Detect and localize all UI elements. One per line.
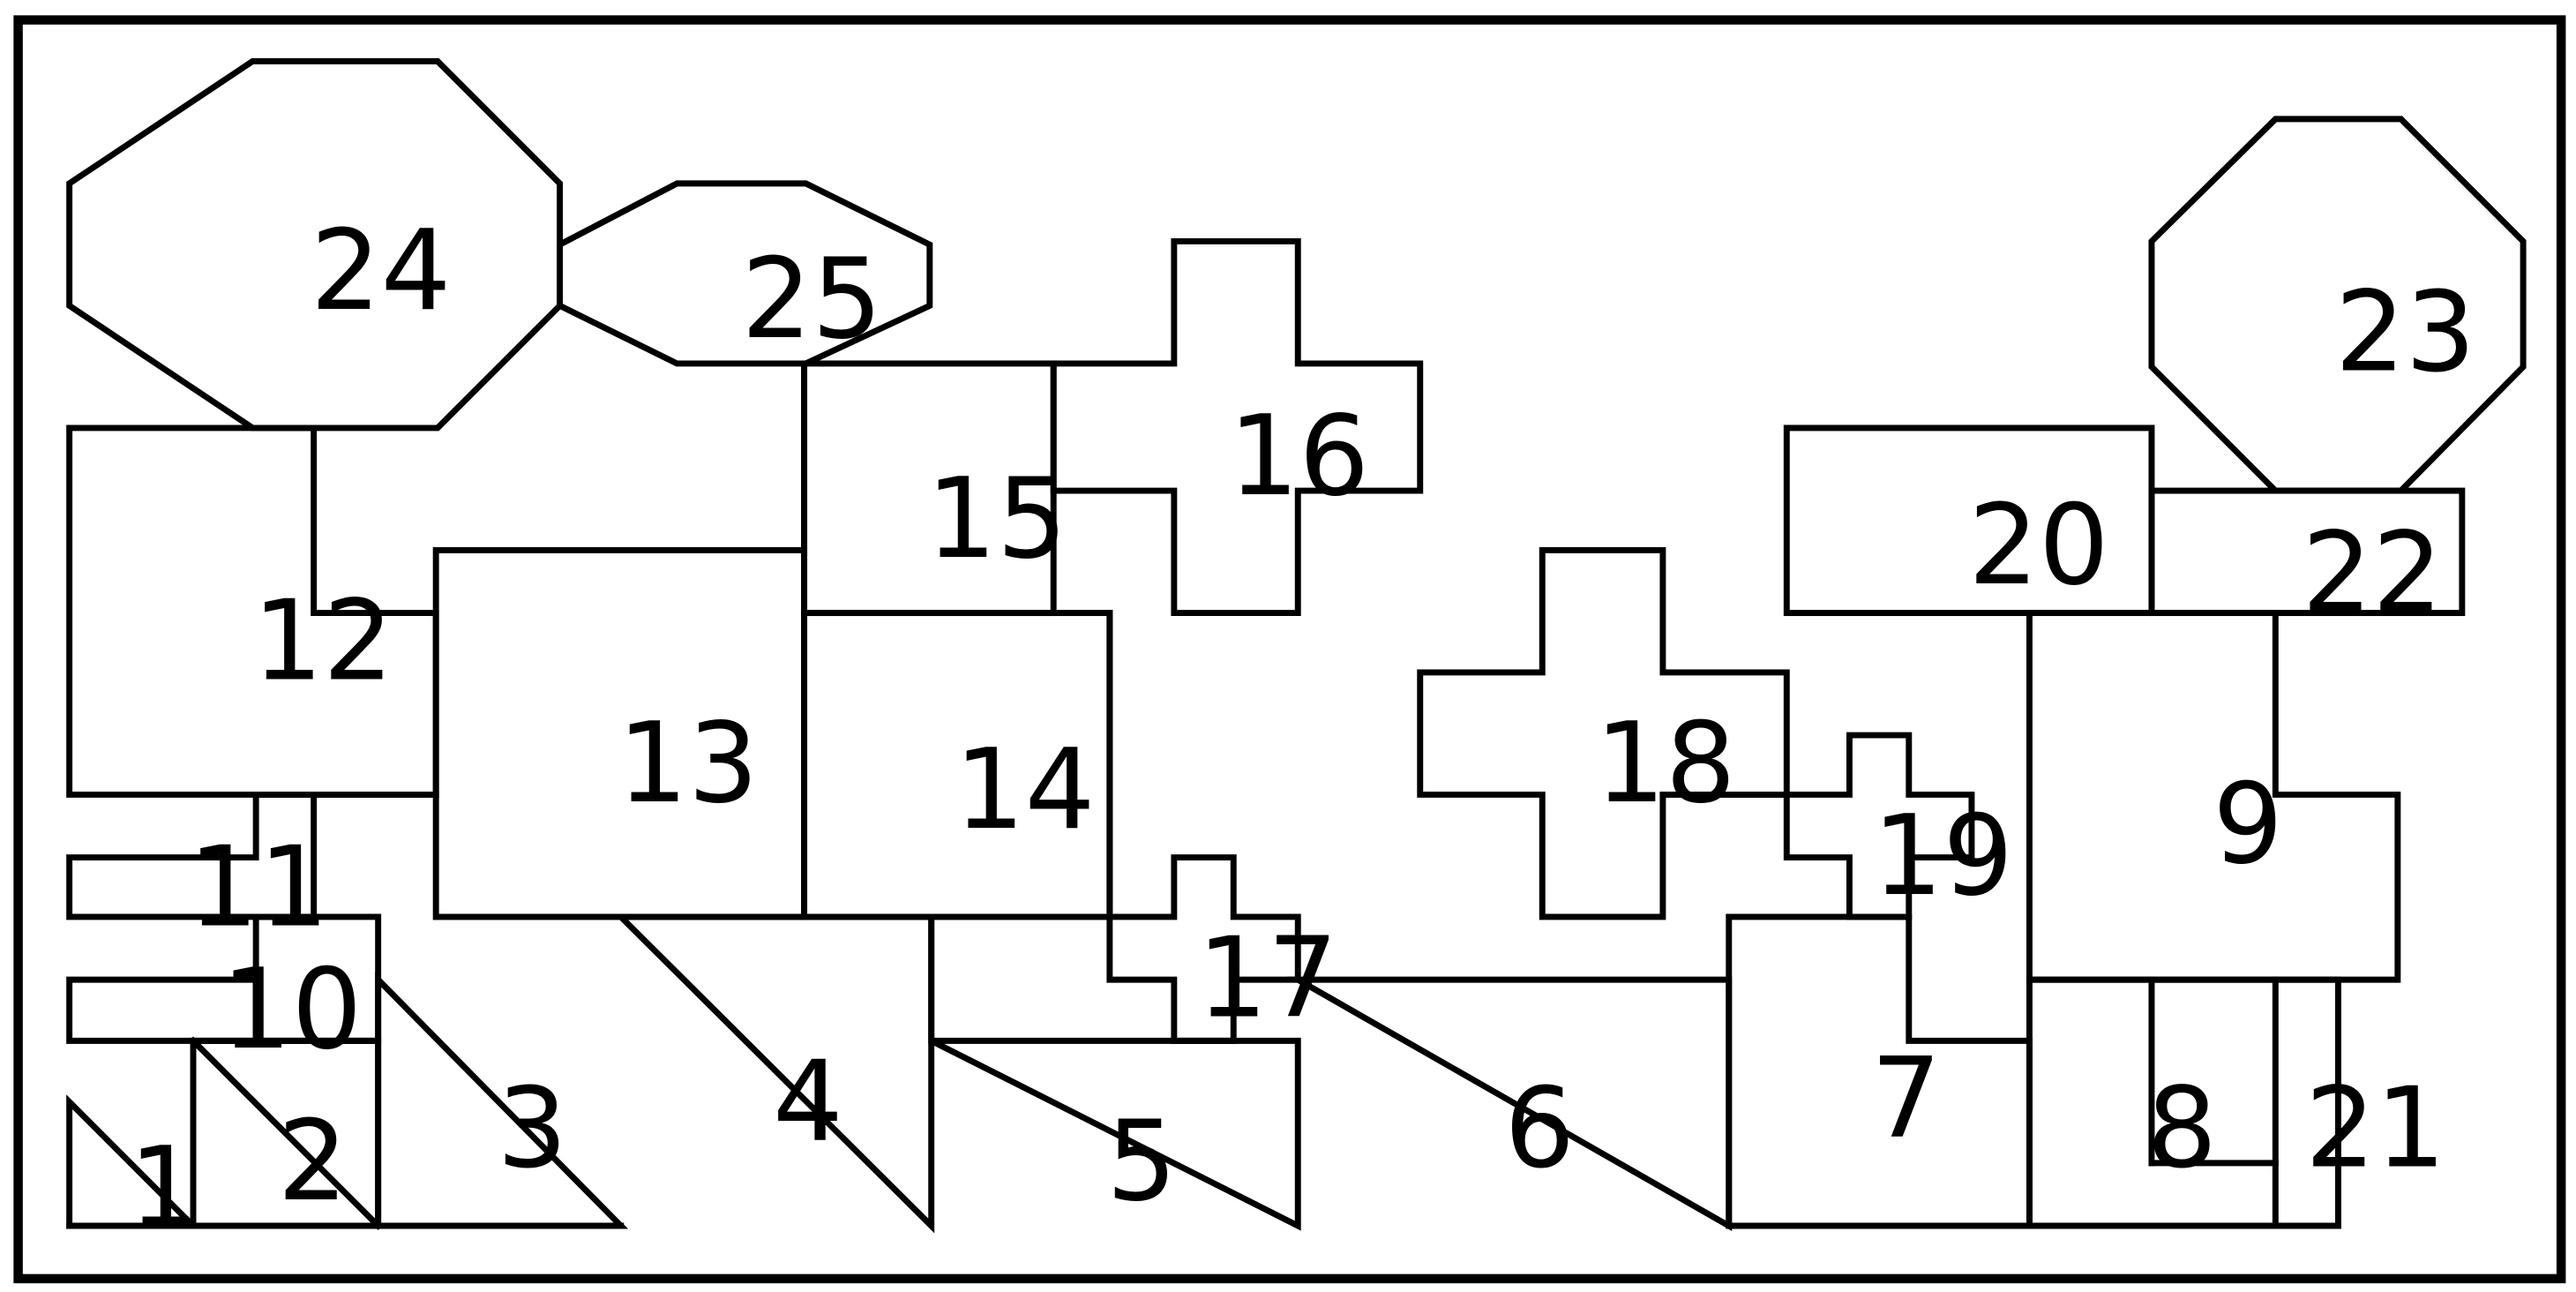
label-21: 21 xyxy=(2305,1064,2446,1193)
label-19: 19 xyxy=(1873,792,2014,920)
label-15: 15 xyxy=(926,454,1067,583)
piece-outlines xyxy=(66,57,2527,1234)
outer-frame xyxy=(13,15,2566,1284)
label-13: 13 xyxy=(618,699,759,828)
piece-4-shape xyxy=(613,913,935,1234)
label-22: 22 xyxy=(2302,509,2443,638)
label-2: 2 xyxy=(277,1097,348,1226)
label-8: 8 xyxy=(2146,1064,2217,1193)
label-1: 1 xyxy=(129,1123,199,1252)
label-6: 6 xyxy=(1504,1064,1575,1193)
piece-5-shape xyxy=(930,1037,1301,1231)
label-20: 20 xyxy=(1968,481,2109,610)
label-25: 25 xyxy=(741,235,882,364)
label-10: 10 xyxy=(221,945,363,1074)
label-12: 12 xyxy=(252,576,393,705)
label-9: 9 xyxy=(2213,760,2283,889)
label-17: 17 xyxy=(1197,913,1338,1042)
piece-18-shape xyxy=(1417,546,1790,920)
label-14: 14 xyxy=(955,725,1096,854)
label-3: 3 xyxy=(497,1064,567,1193)
piece-16-shape xyxy=(1050,237,1424,617)
piece-8-21-shape xyxy=(2026,976,2341,1229)
label-18: 18 xyxy=(1595,699,1736,828)
piece-labels: 1 2 3 4 5 6 7 8 9 10 11 12 13 14 15 16 1… xyxy=(129,207,2475,1252)
piece-2-diagonal xyxy=(189,1036,383,1230)
piece-10-shape xyxy=(66,913,382,1044)
label-16: 16 xyxy=(1229,392,1370,521)
label-5: 5 xyxy=(1106,1097,1177,1226)
label-7: 7 xyxy=(1871,1034,1942,1163)
label-23: 23 xyxy=(2335,267,2476,396)
piece-24-shape xyxy=(66,57,564,432)
label-11: 11 xyxy=(188,823,329,951)
piece-22-shape xyxy=(2148,487,2466,617)
label-4: 4 xyxy=(773,1038,843,1167)
label-24: 24 xyxy=(311,207,452,335)
